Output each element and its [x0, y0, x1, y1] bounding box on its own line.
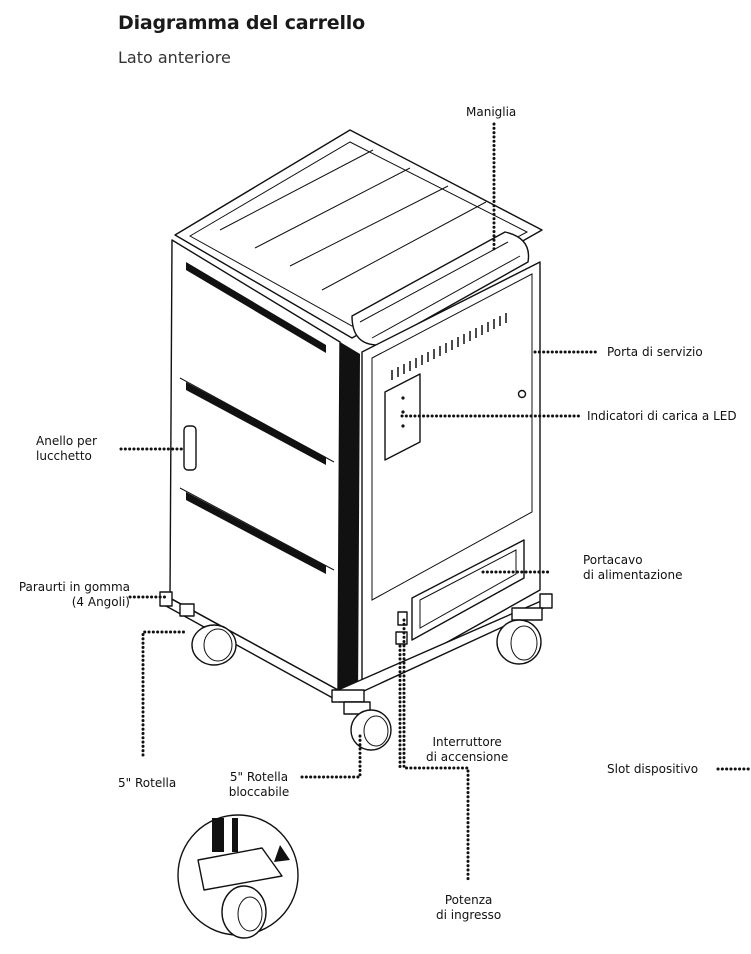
leader-lines: [119, 122, 751, 884]
label-locking-caster-line2: bloccabile: [228, 785, 290, 799]
leader-power-input: [402, 618, 470, 884]
bumper-right: [539, 593, 553, 609]
label-caster: 5" Rotella: [118, 776, 177, 790]
label-cable-holder: Portacavo di alimentazione: [583, 553, 683, 583]
cart-top: [174, 129, 543, 339]
label-power-switch: Interruttore di accensione: [426, 735, 508, 765]
label-bumpers: Paraurti in gomma (4 Angoli): [6, 580, 130, 610]
caster-right: [496, 607, 543, 665]
label-power-switch-line2: di accensione: [426, 750, 509, 764]
diagram-title: Diagramma del carrello: [118, 12, 365, 34]
bumper-left: [159, 591, 173, 607]
door-lock: [517, 389, 527, 399]
label-power-switch-line1: Interruttore: [432, 735, 502, 749]
caster-front: [343, 701, 392, 751]
leader-locking-caster: [300, 730, 362, 779]
label-service-door: Porta di servizio: [607, 345, 703, 359]
label-power-input: Potenza di ingresso: [436, 893, 501, 923]
label-locking-caster-line1: 5" Rotella: [229, 770, 289, 784]
front-corner-column: [338, 342, 360, 700]
label-power-input-line1: Potenza: [444, 893, 493, 907]
label-padlock-ring: Anello per lucchetto: [36, 434, 97, 464]
locking-caster-detail: [177, 814, 299, 939]
cable-holder: [411, 539, 525, 641]
service-door: [371, 273, 533, 601]
label-power-input-line2: di ingresso: [436, 908, 502, 922]
caster-left: [179, 603, 237, 666]
bumper-front: [331, 689, 365, 703]
label-device-slot: Slot dispositivo: [607, 762, 699, 776]
label-handle: Maniglia: [466, 105, 517, 119]
label-padlock-ring-line1: Anello per: [36, 434, 97, 448]
label-bumpers-line2: (4 Angoli): [71, 595, 130, 609]
cart-handle: [351, 231, 530, 346]
cart-illustration: [159, 129, 553, 939]
label-padlock-ring-line2: lucchetto: [36, 449, 92, 463]
label-cable-holder-line1: Portacavo: [583, 553, 643, 567]
power-input: [395, 631, 408, 645]
leader-caster: [141, 630, 188, 757]
padlock-ring: [183, 425, 197, 471]
diagram-subtitle: Lato anteriore: [118, 48, 231, 67]
label-led-indicators: Indicatori di carica a LED: [587, 409, 737, 423]
power-switch: [397, 611, 408, 626]
label-locking-caster: 5" Rotella bloccabile: [220, 770, 298, 800]
label-bumpers-line1: Paraurti in gomma: [18, 580, 130, 594]
label-cable-holder-line2: di alimentazione: [583, 568, 683, 582]
